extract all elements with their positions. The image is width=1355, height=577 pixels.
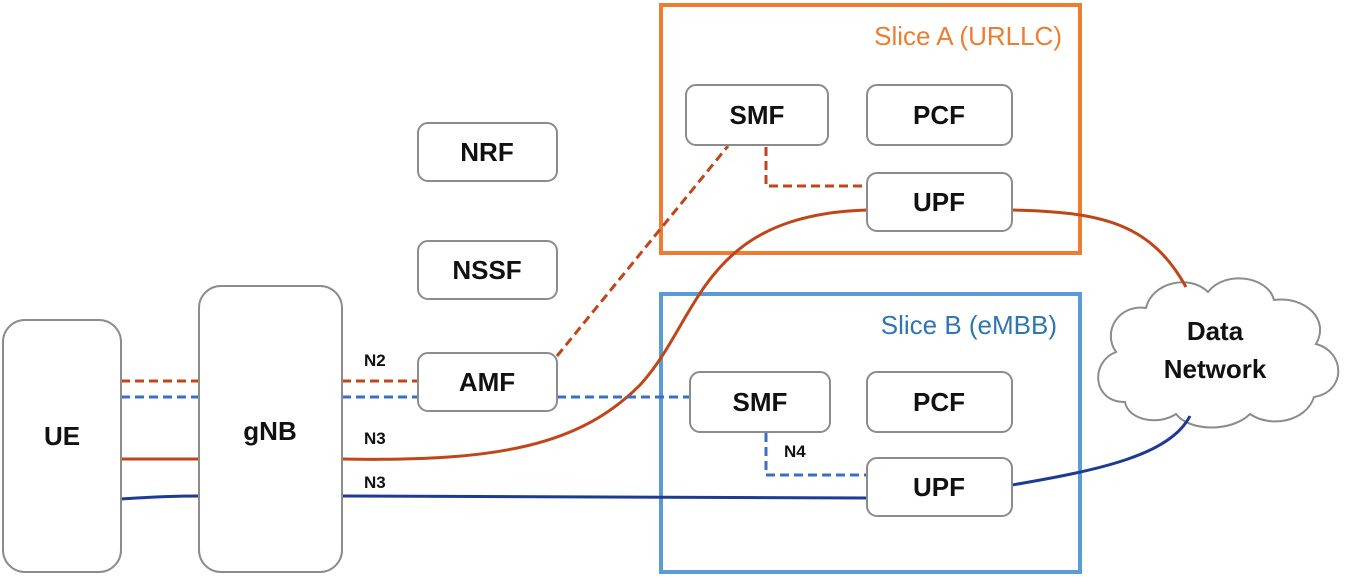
n3-b-link — [341, 494, 868, 500]
slice-b-box — [659, 292, 1082, 574]
smf-a-label: SMF — [730, 100, 785, 130]
upf-b-label: UPF — [913, 472, 965, 502]
ue-label: UE — [44, 421, 80, 451]
slice-a-box — [659, 3, 1082, 255]
upf-a-node: UPF — [866, 172, 1013, 232]
pcf-b-label: PCF — [913, 387, 965, 417]
ue-node: UE — [2, 319, 122, 573]
nrf-node: NRF — [417, 122, 558, 182]
smf-a-node: SMF — [685, 84, 829, 146]
upf-a-label: UPF — [913, 187, 965, 217]
n4-b-link — [764, 433, 867, 477]
n2-label: N2 — [364, 351, 386, 370]
smf-b-label: SMF — [733, 387, 788, 417]
smf-b-node: SMF — [689, 371, 831, 433]
n4-a-link — [764, 147, 867, 188]
slice-b-title: Slice B (eMBB) — [881, 310, 1057, 340]
gnb-label: gNB — [243, 416, 296, 446]
data-network-label-line1: Data — [1187, 316, 1244, 346]
amf-smf-a-link — [555, 145, 730, 357]
upf-a-dn-link — [1011, 208, 1188, 288]
data-network-cloud: Data Network — [1097, 277, 1340, 429]
amf-node: AMF — [417, 352, 558, 412]
n4-label: N4 — [784, 442, 806, 461]
pcf-a-node: PCF — [866, 84, 1013, 146]
n3-a-label: N3 — [364, 429, 386, 448]
upf-b-node: UPF — [866, 457, 1013, 517]
n3-a-link — [341, 208, 868, 461]
data-network-label-line2: Network — [1164, 354, 1267, 384]
nrf-label: NRF — [460, 137, 513, 167]
slice-a-title: Slice A (URLLC) — [874, 21, 1062, 51]
ue-gnb-user-b-link — [120, 494, 200, 501]
nssf-label: NSSF — [452, 255, 521, 285]
amf-label: AMF — [459, 367, 515, 397]
upf-b-dn-link — [1011, 415, 1192, 487]
gnb-node: gNB — [198, 285, 343, 573]
pcf-b-node: PCF — [866, 371, 1013, 433]
n3-b-label: N3 — [364, 473, 386, 492]
pcf-a-label: PCF — [913, 100, 965, 130]
nssf-node: NSSF — [417, 240, 558, 300]
